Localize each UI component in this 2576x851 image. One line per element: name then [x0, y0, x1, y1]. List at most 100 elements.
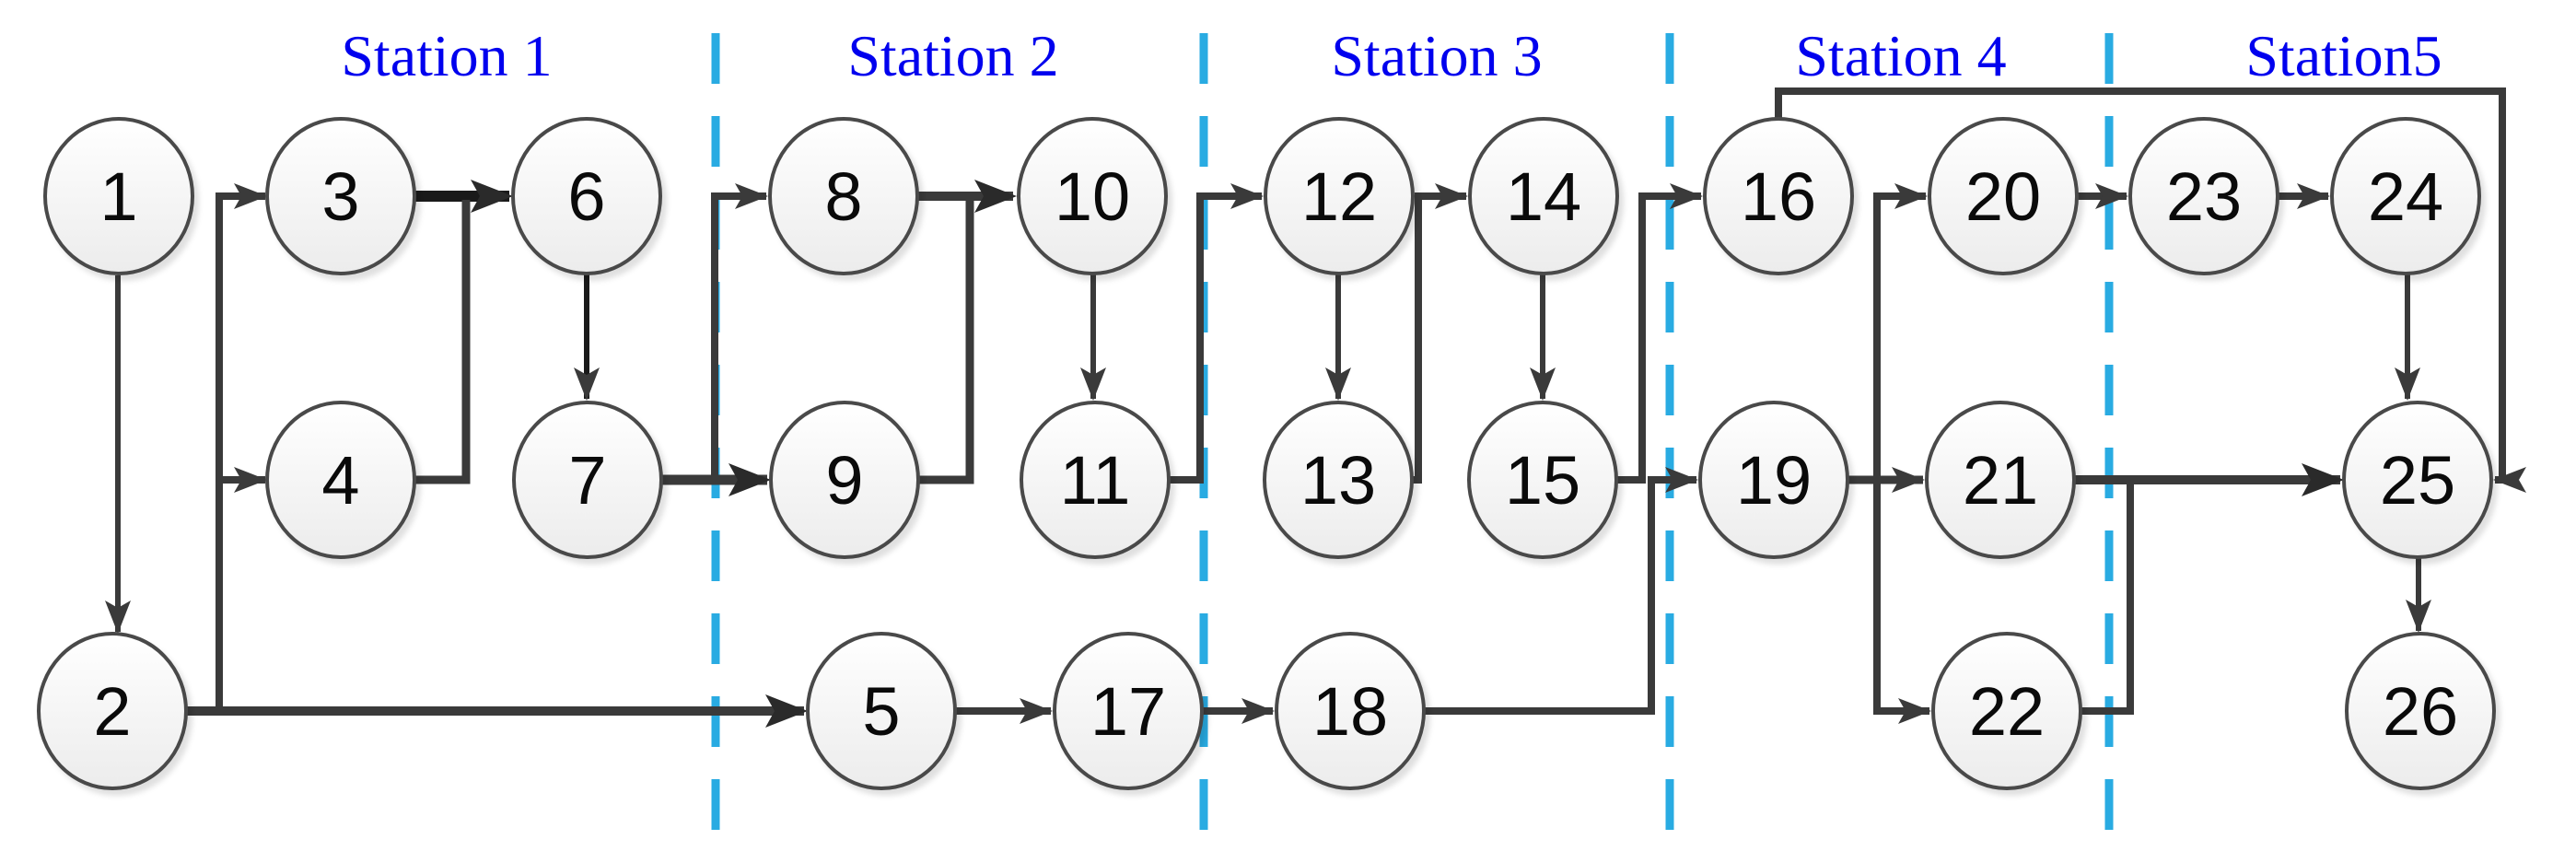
node-2: 2 [37, 632, 188, 790]
node-23: 23 [2128, 117, 2279, 275]
node-circle-5 [806, 632, 957, 790]
node-circle-1 [43, 117, 194, 275]
node-17: 17 [1053, 632, 1204, 790]
node-circle-17 [1053, 632, 1204, 790]
node-circle-7 [512, 401, 663, 559]
node-number-10: 10 [1055, 158, 1130, 235]
node-19: 19 [1698, 401, 1849, 559]
station-label-3: Station 3 [1331, 23, 1542, 88]
node-circle-6 [511, 117, 662, 275]
node-number-6: 6 [567, 158, 605, 235]
node-circle-8 [768, 117, 919, 275]
edge-11-12 [1169, 183, 1264, 484]
node-circle-9 [769, 401, 920, 559]
node-number-16: 16 [1741, 158, 1816, 235]
node-number-20: 20 [1965, 158, 2041, 235]
node-25: 25 [2342, 401, 2493, 559]
node-number-22: 22 [1969, 673, 2045, 750]
node-circle-2 [37, 632, 188, 790]
node-circle-12 [1264, 117, 1415, 275]
node-26: 26 [2345, 632, 2496, 790]
station-label-4: Station 4 [1795, 23, 2006, 88]
node-number-11: 11 [1060, 442, 1131, 519]
station-label-1: Station 1 [341, 23, 552, 88]
node-circle-20 [1928, 117, 2079, 275]
node-number-8: 8 [824, 158, 862, 235]
node-circle-18 [1275, 632, 1426, 790]
node-number-13: 13 [1300, 442, 1376, 519]
node-5: 5 [806, 632, 957, 790]
node-number-19: 19 [1736, 442, 1812, 519]
node-circle-3 [265, 117, 416, 275]
node-number-25: 25 [2380, 442, 2455, 519]
node-circle-24 [2330, 117, 2481, 275]
node-number-2: 2 [93, 673, 131, 750]
node-8: 8 [768, 117, 919, 275]
station-labels: Station 1 Station 2 Station 3 Station 4 Stat… [341, 23, 2442, 88]
node-circle-22 [1931, 632, 2082, 790]
node-circle-15 [1467, 401, 1618, 559]
edge-2-3 [184, 183, 267, 715]
node-circle-25 [2342, 401, 2493, 559]
node-number-4: 4 [321, 442, 359, 519]
node-circle-21 [1925, 401, 2076, 559]
edge-9-10 [918, 200, 974, 484]
node-number-18: 18 [1312, 673, 1388, 750]
node-circle-19 [1698, 401, 1849, 559]
node-number-5: 5 [862, 673, 900, 750]
edge-4-6 [414, 200, 471, 484]
node-number-9: 9 [825, 442, 863, 519]
node-4: 4 [265, 401, 416, 559]
node-number-23: 23 [2166, 158, 2242, 235]
station-label-2: Station 2 [847, 23, 1058, 88]
node-11: 11 [1020, 401, 1171, 559]
node-number-3: 3 [321, 158, 359, 235]
edge-19-20 [1847, 183, 1928, 484]
node-16: 16 [1703, 117, 1854, 275]
edge-15-16 [1616, 183, 1703, 484]
node-13: 13 [1263, 401, 1414, 559]
node-3: 3 [265, 117, 416, 275]
node-14: 14 [1468, 117, 1619, 275]
node-7: 7 [512, 401, 663, 559]
node-number-21: 21 [1963, 442, 2038, 519]
node-number-14: 14 [1506, 158, 1581, 235]
node-number-24: 24 [2368, 158, 2443, 235]
node-15: 15 [1467, 401, 1618, 559]
node-20: 20 [1928, 117, 2079, 275]
edge-19-22 [1873, 480, 1931, 724]
node-21: 21 [1925, 401, 2076, 559]
node-22: 22 [1931, 632, 2082, 790]
edge-13-14 [1412, 183, 1468, 484]
node-9: 9 [769, 401, 920, 559]
node-circle-14 [1468, 117, 1619, 275]
node-18: 18 [1275, 632, 1426, 790]
node-1: 1 [43, 117, 194, 275]
node-number-26: 26 [2383, 673, 2458, 750]
edge-2-4 [216, 467, 267, 711]
node-number-15: 15 [1505, 442, 1580, 519]
node-circle-23 [2128, 117, 2279, 275]
node-circle-4 [265, 401, 416, 559]
edge-16-25 [1775, 87, 2526, 493]
node-circle-16 [1703, 117, 1854, 275]
edge-7-8 [661, 183, 768, 484]
edge-22-25 [2081, 484, 2134, 715]
node-circle-13 [1263, 401, 1414, 559]
station-label-5: Station5 [2245, 23, 2442, 88]
node-10: 10 [1017, 117, 1168, 275]
node-number-12: 12 [1301, 158, 1377, 235]
node-circle-10 [1017, 117, 1168, 275]
node-12: 12 [1264, 117, 1415, 275]
precedence-edges [105, 87, 2526, 728]
node-24: 24 [2330, 117, 2481, 275]
node-number-17: 17 [1090, 673, 1166, 750]
node-6: 6 [511, 117, 662, 275]
node-circle-26 [2345, 632, 2496, 790]
node-number-1: 1 [99, 158, 137, 235]
edge-18-19 [1424, 467, 1698, 715]
node-circle-11 [1020, 401, 1171, 559]
